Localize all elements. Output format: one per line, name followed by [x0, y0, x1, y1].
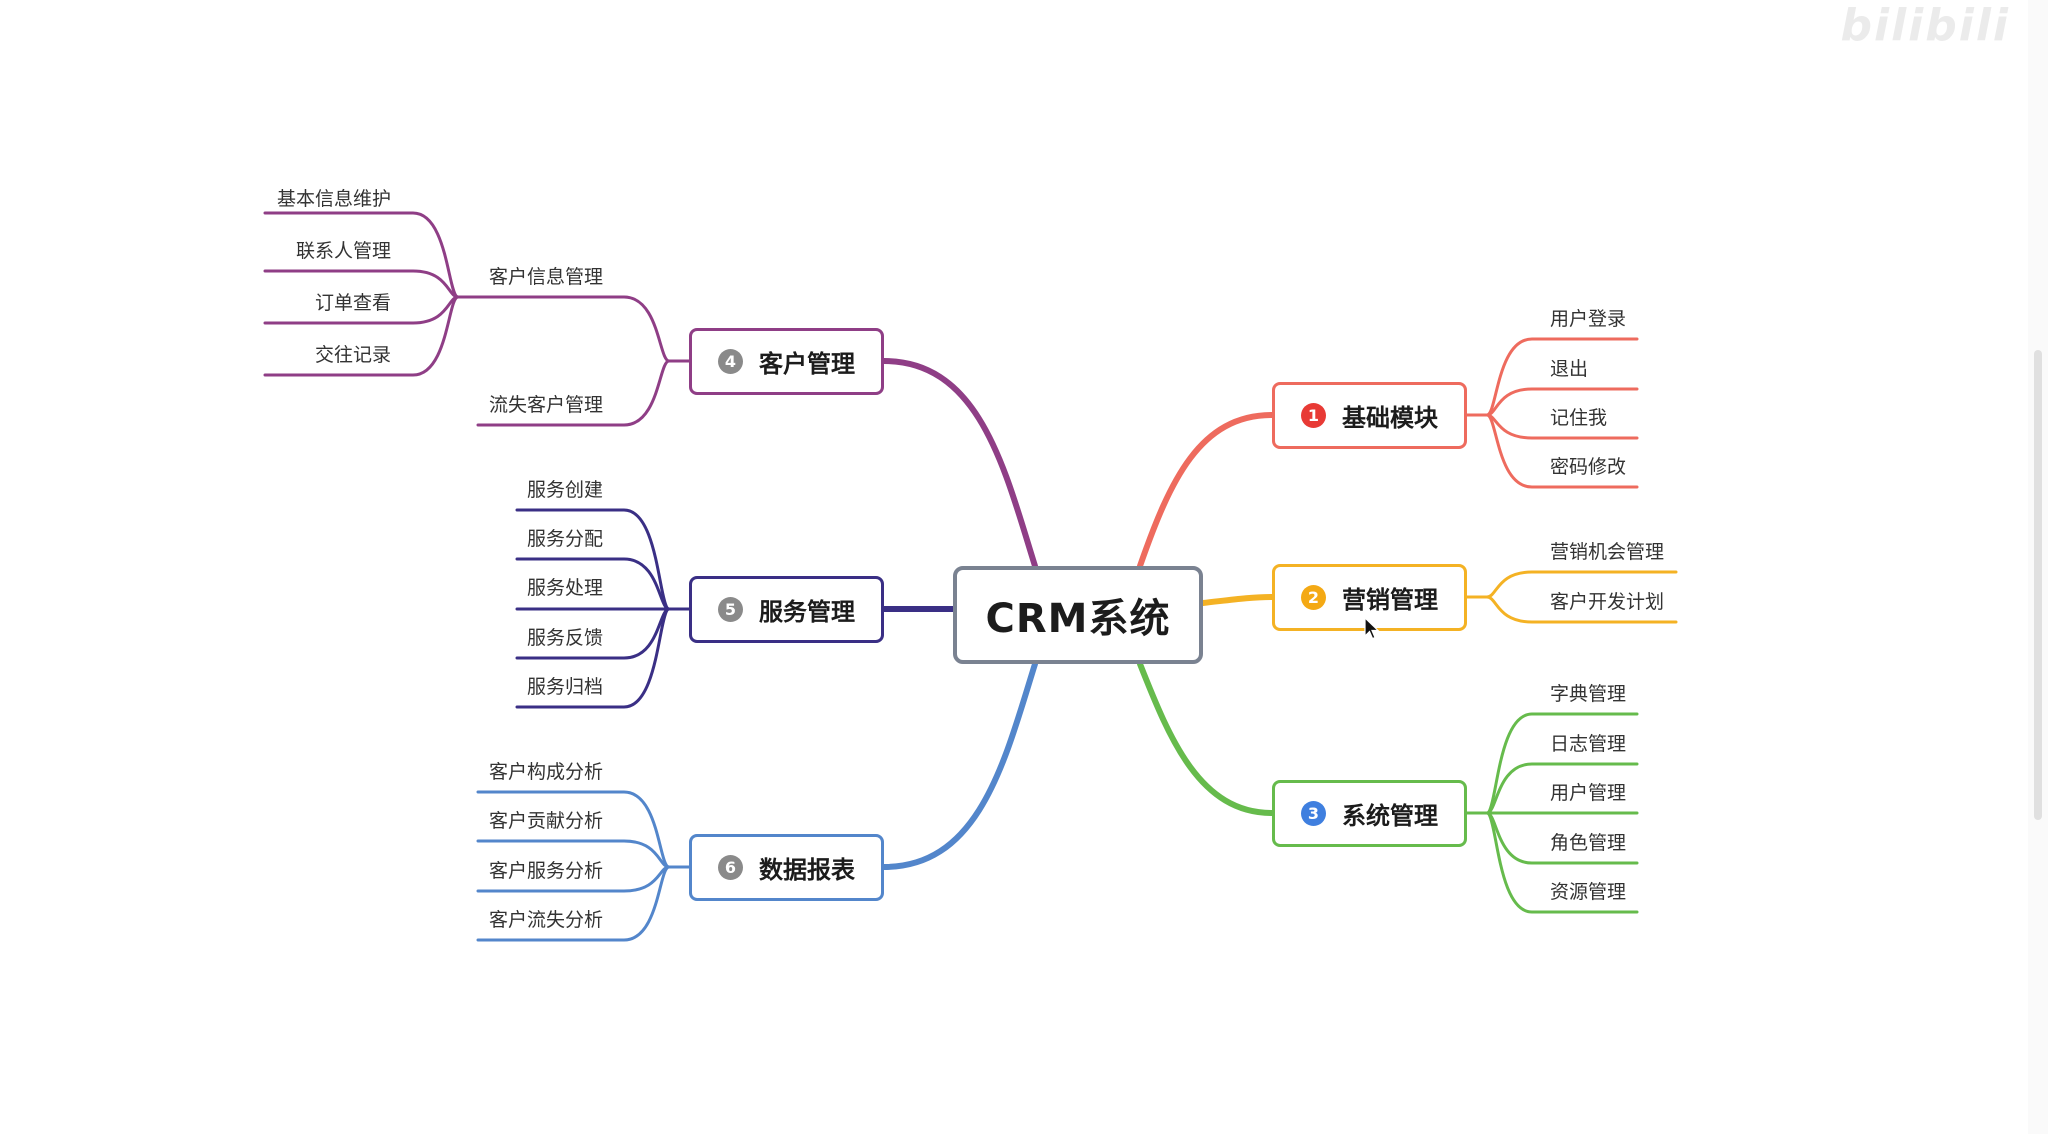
subleaf-item[interactable]: 联系人管理 [296, 240, 392, 262]
leaf-item[interactable]: 退出 [1550, 358, 1589, 380]
connector-root-marketing [1200, 594, 1275, 606]
leaf-line-reports-branch [476, 839, 671, 869]
topic-label: 基础模块 [1342, 404, 1438, 432]
topic-basic-module[interactable]: 1 基础模块 [1272, 382, 1467, 449]
connector-root-system [1137, 661, 1275, 816]
connector-root-basic [1137, 412, 1275, 569]
subleaf-item[interactable]: 交往记录 [315, 344, 392, 366]
leaf-line-service-branch [515, 607, 671, 709]
leaf-item[interactable]: 客户开发计划 [1550, 591, 1665, 613]
subleaf-line-customer-branch [263, 211, 460, 299]
leaf-line-service-branch [515, 557, 671, 611]
topic-service[interactable]: 5 服务管理 [689, 576, 884, 643]
leaf-item[interactable]: 资源管理 [1550, 881, 1627, 903]
leaf-line-customer-branch [476, 295, 671, 363]
number-badge: 6 [718, 855, 743, 880]
number-badge: 1 [1301, 403, 1326, 428]
leaf-line-marketing-branch [1485, 570, 1678, 599]
leaf-line-basic-branch [1485, 337, 1639, 417]
leaf-line-customer-branch [476, 359, 671, 427]
leaf-line-marketing-branch [1485, 595, 1678, 624]
subleaf-line-customer-branch [263, 295, 460, 377]
topic-label: 营销管理 [1342, 586, 1438, 614]
subleaf-item[interactable]: 订单查看 [315, 292, 392, 314]
leaf-line-basic-branch [1485, 387, 1639, 417]
leaf-item[interactable]: 用户登录 [1550, 308, 1627, 330]
leaf-item[interactable]: 日志管理 [1550, 733, 1627, 755]
topic-system[interactable]: 3 系统管理 [1272, 780, 1467, 847]
topic-label: 系统管理 [1342, 802, 1438, 830]
leaf-item[interactable]: 客户信息管理 [489, 266, 604, 288]
leaf-item[interactable]: 客户构成分析 [489, 761, 604, 783]
leaf-item[interactable]: 字典管理 [1550, 683, 1627, 705]
leaf-item[interactable]: 服务归档 [527, 676, 604, 698]
leaf-item[interactable]: 记住我 [1550, 407, 1608, 429]
watermark-logo: bilibili [1840, 0, 2010, 51]
number-badge: 4 [718, 349, 743, 374]
connector-root-reports [881, 661, 1038, 870]
topic-reports[interactable]: 6 数据报表 [689, 834, 884, 901]
leaf-line-system-branch [1485, 811, 1639, 914]
subleaf-line-customer-branch [263, 269, 460, 299]
leaf-item[interactable]: 服务分配 [527, 528, 604, 550]
vertical-scrollbar[interactable] [2028, 0, 2048, 1134]
leaf-item[interactable]: 服务反馈 [527, 627, 604, 649]
leaf-item[interactable]: 客户流失分析 [489, 909, 604, 931]
leaf-item[interactable]: 客户服务分析 [489, 860, 604, 882]
leaf-item[interactable]: 服务创建 [527, 479, 604, 501]
leaf-item[interactable]: 客户贡献分析 [489, 810, 604, 832]
connector-root-customer [881, 358, 1038, 569]
leaf-line-system-branch [1485, 762, 1639, 815]
scrollbar-thumb[interactable] [2034, 350, 2042, 820]
leaf-line-basic-branch [1485, 413, 1639, 489]
topic-marketing[interactable]: 2 营销管理 [1272, 564, 1467, 631]
leaf-line-reports-branch [476, 790, 671, 869]
number-badge: 3 [1301, 801, 1326, 826]
topic-label: 服务管理 [759, 598, 855, 626]
leaf-item[interactable]: 密码修改 [1550, 456, 1627, 478]
subleaf-item[interactable]: 基本信息维护 [277, 188, 392, 210]
mouse-cursor-icon [1364, 617, 1380, 640]
leaf-item[interactable]: 营销机会管理 [1550, 541, 1665, 563]
topic-label: 客户管理 [759, 350, 855, 378]
number-badge: 2 [1301, 585, 1326, 610]
leaf-item[interactable]: 用户管理 [1550, 782, 1627, 804]
leaf-item[interactable]: 流失客户管理 [489, 394, 604, 416]
leaf-line-reports-branch [476, 865, 671, 942]
number-badge: 5 [718, 597, 743, 622]
leaf-item[interactable]: 服务处理 [527, 577, 604, 599]
topic-label: 数据报表 [759, 856, 855, 884]
topic-customer[interactable]: 4 客户管理 [689, 328, 884, 395]
root-node[interactable]: CRM系统 [953, 566, 1203, 664]
leaf-item[interactable]: 角色管理 [1550, 832, 1627, 854]
